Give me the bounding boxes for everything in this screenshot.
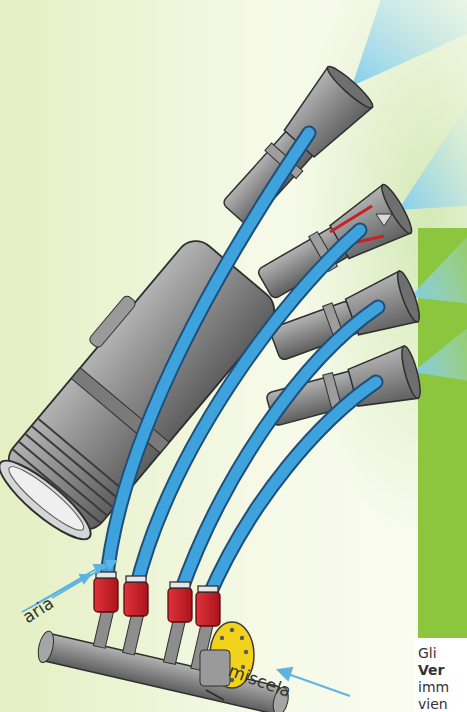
- body-text: Ver: [418, 663, 444, 677]
- text-area: [414, 638, 467, 712]
- body-text: imm: [418, 680, 449, 694]
- hose: [208, 382, 376, 598]
- manifold-end: [35, 630, 56, 664]
- regulator: [200, 622, 254, 700]
- hose: [180, 307, 378, 594]
- red-valves: [94, 572, 220, 626]
- body-cylinder: [1, 233, 283, 537]
- red-valve: [168, 588, 192, 622]
- hoses: [106, 133, 378, 598]
- manifold: [35, 589, 300, 712]
- body-handle: [88, 294, 137, 349]
- hose-clamps: [96, 572, 218, 592]
- regulator-body: [200, 650, 230, 686]
- outlet-mouth: [377, 182, 415, 236]
- red-valve: [196, 592, 220, 626]
- red-valve: [124, 582, 148, 616]
- outlet-mouth: [398, 345, 424, 400]
- air-inlet-inner: [3, 460, 89, 537]
- outlet-mouth: [394, 269, 424, 324]
- regulator-lever: [206, 690, 224, 700]
- fan-body: [0, 225, 282, 549]
- hose-outline: [208, 382, 376, 598]
- hose-outline: [180, 307, 378, 594]
- outlet-mouth: [324, 63, 377, 112]
- body-text: vien: [418, 697, 448, 711]
- red-valve: [94, 578, 118, 612]
- air-inlet: [0, 450, 100, 549]
- body-text: Gli: [418, 646, 437, 660]
- valve-stem: [164, 617, 186, 665]
